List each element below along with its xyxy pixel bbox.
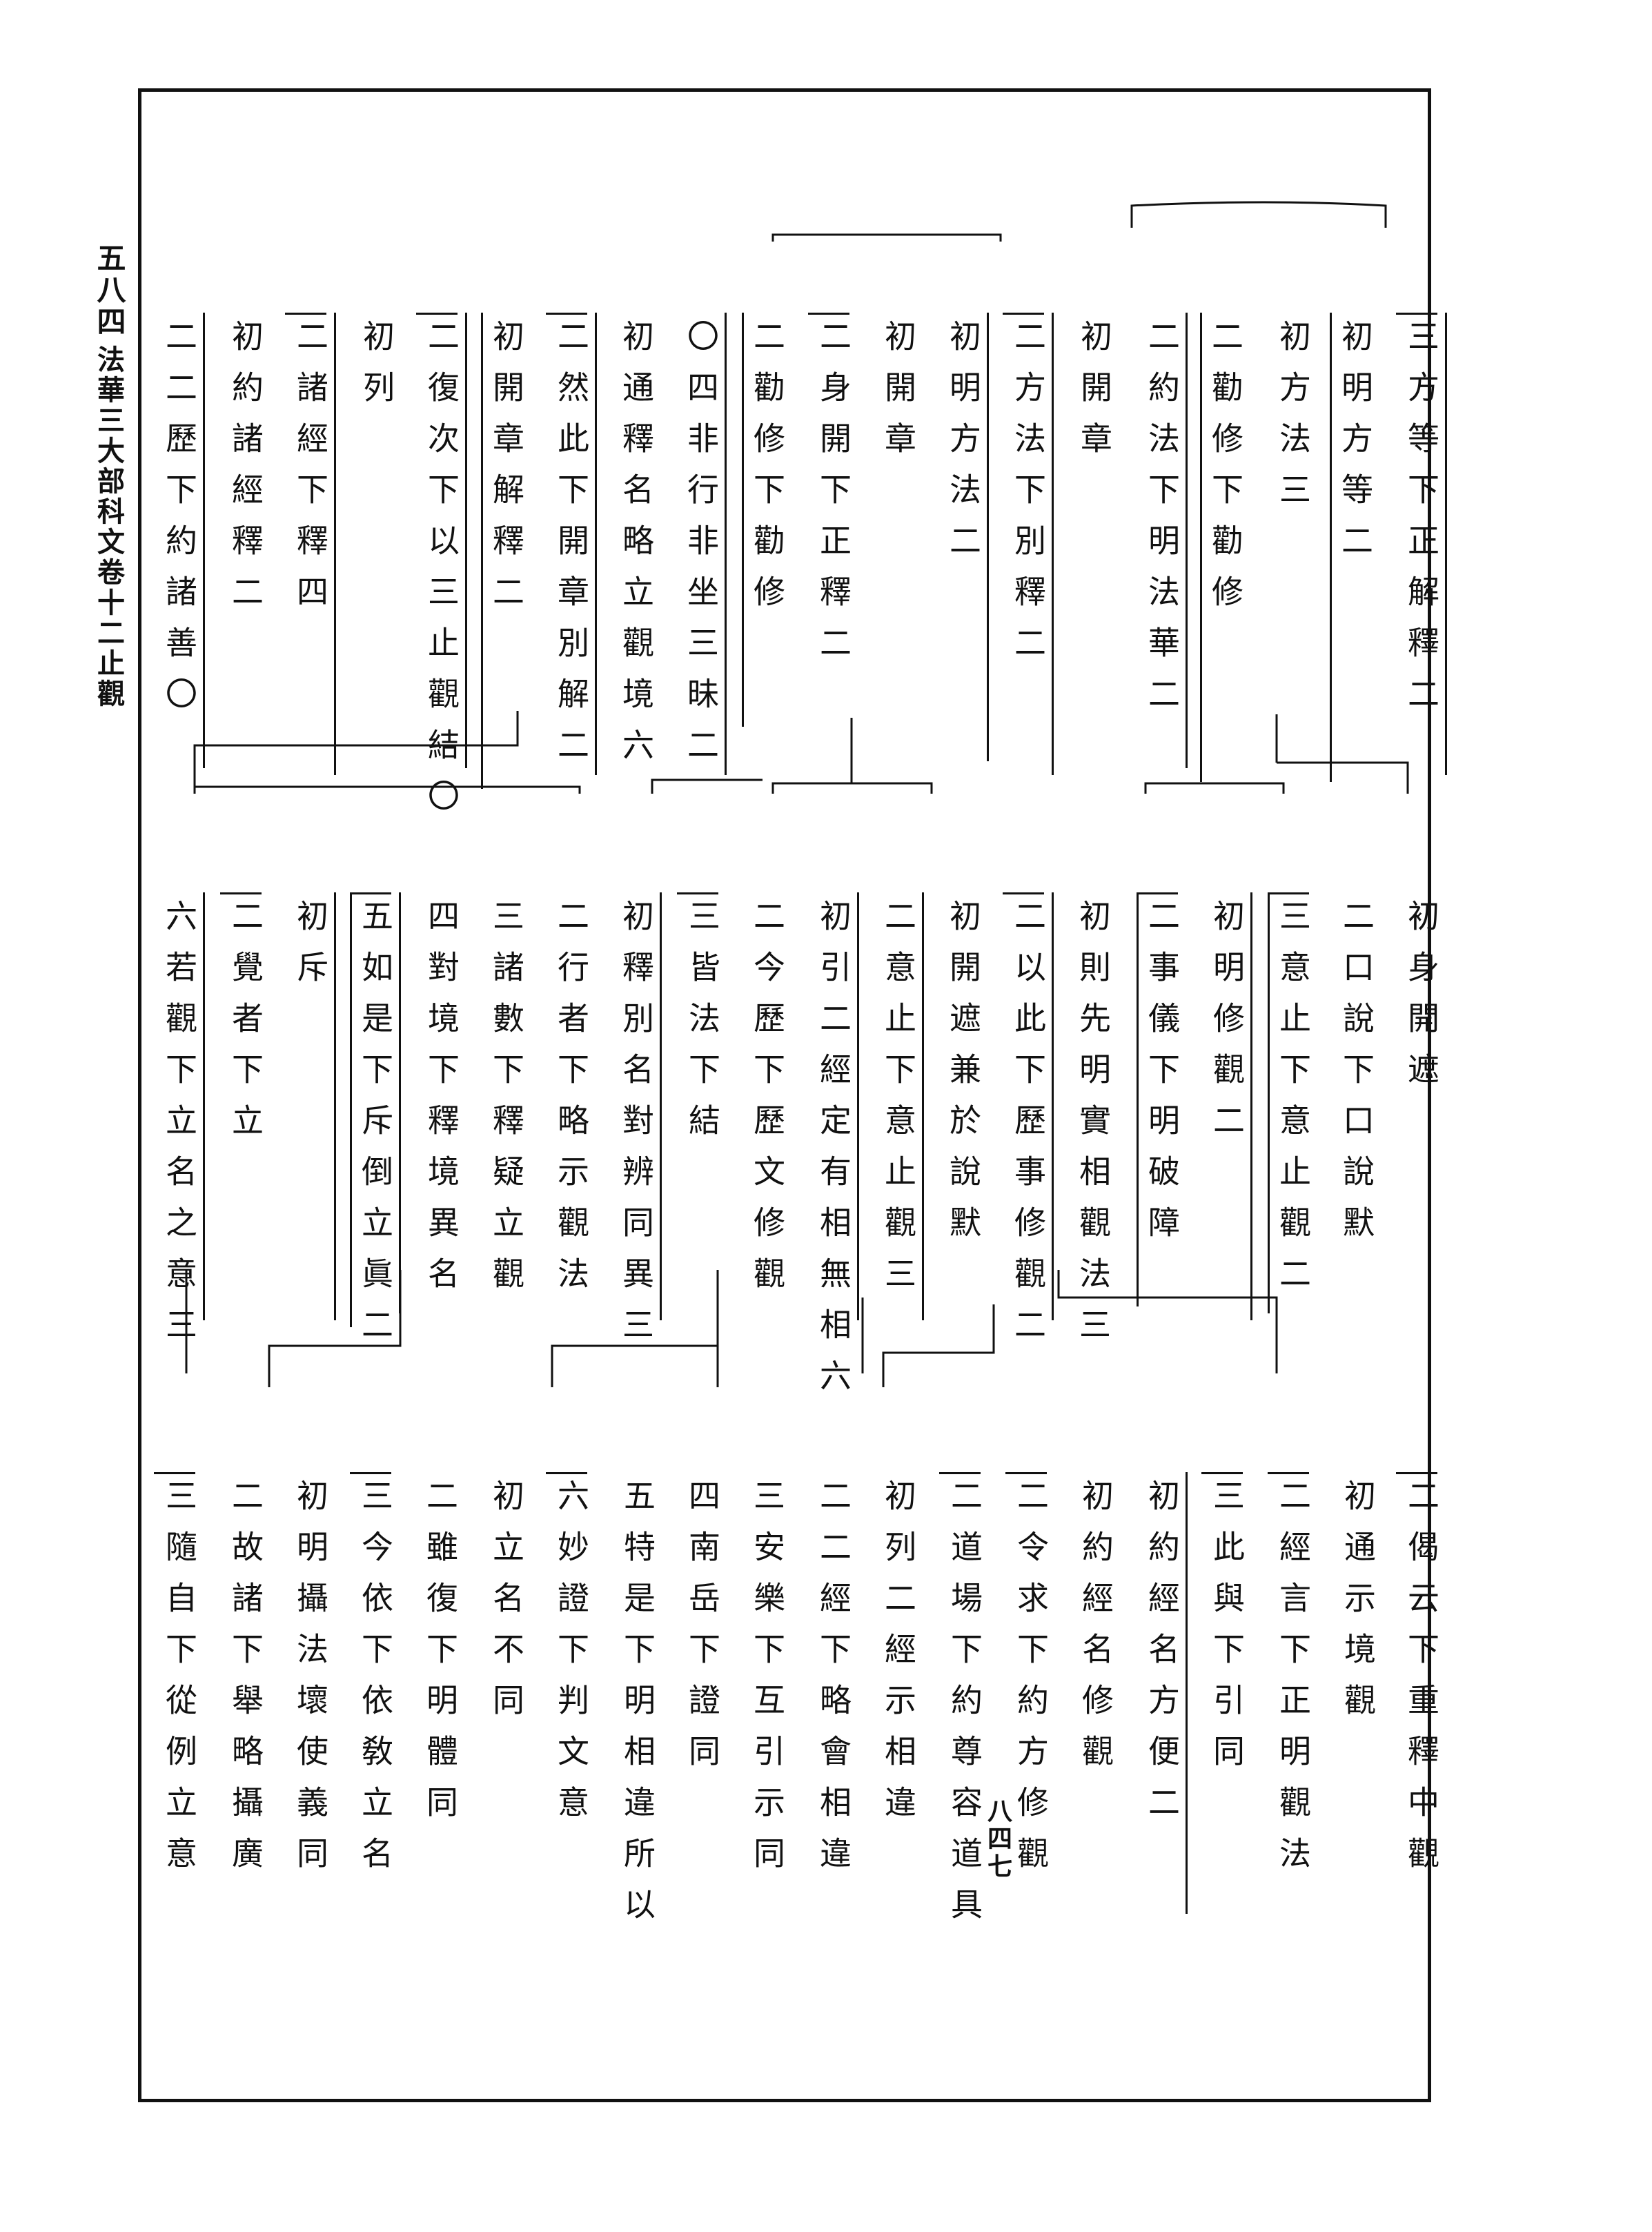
page-number-left: 五八四: [92, 243, 126, 338]
page-number-right: 八四七: [983, 1798, 1012, 1881]
row-top: 三方等下正解釋二 初明方等二 初方法三 二勸修下勸修 二約法下明法華二 初開章 …: [141, 313, 1447, 830]
row-bottom: 二偈云下重釋中觀 初通示境觀 二經言下正明觀法 三此與下引同 初約經名方便二 初…: [141, 1472, 1440, 1948]
page-frame: 三方等下正解釋二 初明方等二 初方法三 二勸修下勸修 二約法下明法華二 初開章 …: [138, 88, 1447, 2102]
running-title: 法華三大部科文卷十二止觀: [92, 345, 125, 709]
row-middle: 初身開遮 二口說下口說默 三意止下意止觀二 初明修觀二 二事儀下明破障 初則先明…: [141, 892, 1440, 1410]
